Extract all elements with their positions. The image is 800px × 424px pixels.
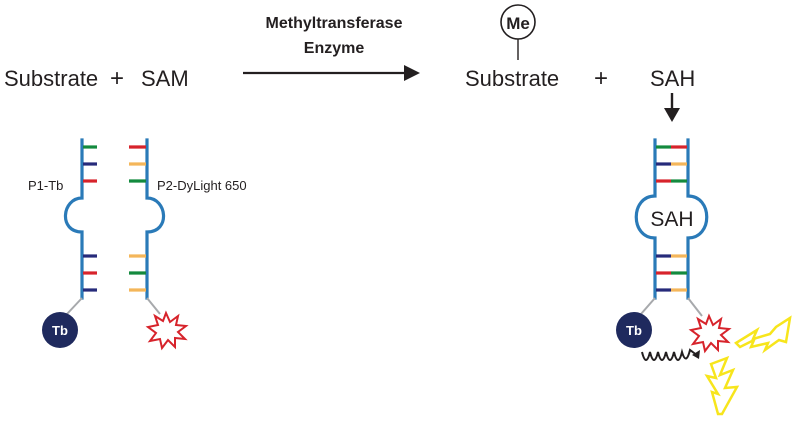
fluorophore-star-icon bbox=[688, 313, 732, 354]
enzyme-label-line1: Methyltransferase bbox=[266, 15, 403, 32]
terbium-donor-icon bbox=[42, 312, 78, 348]
sam-text: SAM bbox=[141, 66, 189, 91]
bound-sah-label: SAH bbox=[650, 208, 693, 231]
p2-label: P2-DyLight 650 bbox=[157, 178, 247, 193]
bound-strand-right bbox=[686, 138, 709, 300]
bound-base-pairs bbox=[656, 145, 687, 292]
right-tb-label: Tb bbox=[626, 323, 642, 338]
p2-bases bbox=[129, 145, 146, 292]
methyl-tag-text: Me bbox=[506, 14, 530, 33]
p1-strand bbox=[63, 138, 84, 300]
sah-text: SAH bbox=[650, 66, 695, 91]
emission-bolt-icon bbox=[734, 315, 792, 354]
arrow-right-icon bbox=[243, 65, 420, 81]
plus-sign-2: + bbox=[594, 65, 608, 92]
enzyme-label-line2: Enzyme bbox=[304, 40, 365, 57]
terbium-donor-icon bbox=[616, 312, 652, 348]
left-substrate-text: Substrate bbox=[4, 66, 98, 91]
bound-strand-left bbox=[634, 138, 657, 300]
methyl-circle-icon bbox=[500, 4, 536, 60]
emission-bolt-icon bbox=[704, 355, 740, 416]
left-tb-label: Tb bbox=[52, 323, 68, 338]
p2-strand bbox=[145, 138, 166, 300]
arrow-down-icon bbox=[664, 93, 680, 122]
plus-sign-1: + bbox=[110, 65, 124, 92]
right-substrate-text: Substrate bbox=[465, 66, 559, 91]
p1-label: P1-Tb bbox=[28, 178, 63, 193]
p1-bases bbox=[83, 145, 97, 292]
energy-transfer-wave-icon bbox=[641, 348, 700, 361]
fluorophore-star-icon bbox=[145, 310, 189, 351]
